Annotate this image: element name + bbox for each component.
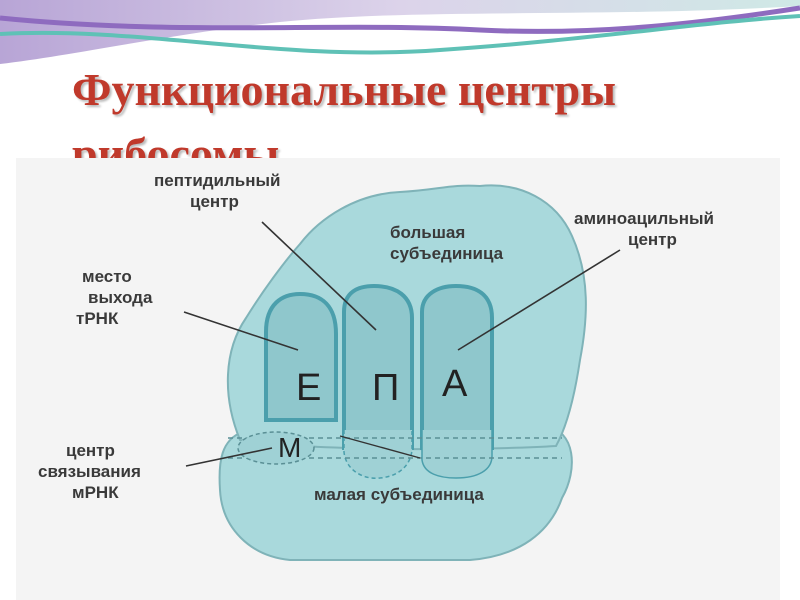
label-mrna-binding-line-2: связывания (38, 462, 141, 481)
label-exit-site-line-2: выхода (88, 288, 153, 307)
a-site-channel (420, 283, 494, 450)
label-peptidyl-line-2: центр (190, 192, 239, 211)
label-peptidyl-line-1: пептидильный (154, 171, 281, 190)
banner-white-wave (0, 22, 800, 74)
p-site-channel (342, 283, 414, 450)
banner-purple-wave (0, 5, 800, 34)
label-mrna-binding-line-1: центр (66, 441, 115, 460)
title-line-1: Функциональные центры (72, 64, 616, 115)
exit-site-leader-line (183, 311, 299, 351)
label-aminoacyl-line-2: центр (628, 230, 677, 249)
slide-title: Функциональные центры рибосомы (72, 58, 772, 186)
p-site-lower-leader-line (339, 435, 421, 459)
m-site-oval (237, 431, 315, 465)
label-large-subunit-line-2: субъединица (390, 244, 504, 263)
wave-banner (0, 0, 800, 74)
label-peptidyl-center: пептидильный центр (154, 170, 281, 212)
e-site-channel (264, 291, 338, 422)
site-e-letter: Е (296, 367, 322, 409)
label-large-subunit: большая субъединица (390, 222, 503, 264)
site-m-letter: М (278, 432, 302, 463)
label-small-subunit: малая субъединица (314, 485, 484, 504)
a-site-lower (421, 430, 493, 479)
site-p-letter: П (372, 367, 400, 409)
mrna-binding-leader-line (185, 447, 273, 467)
ribosome-diagram: пептидильный центр большая субъединица а… (16, 158, 780, 600)
banner-background (0, 0, 800, 64)
label-mrna-binding-center: центр связывания мРНК (38, 440, 141, 503)
banner-teal-wave (0, 14, 800, 55)
peptidyl-leader-line (261, 221, 377, 331)
label-aminoacyl-line-1: аминоацильный (574, 209, 714, 228)
label-exit-site-line-3: тРНК (76, 309, 119, 328)
label-aminoacyl-center: аминоацильный центр (574, 208, 714, 250)
label-exit-site-line-1: место (82, 267, 132, 286)
label-large-subunit-line-1: большая (390, 223, 466, 242)
site-a-letter: А (442, 363, 468, 405)
ribosome-illustration (183, 184, 621, 561)
aminoacyl-leader-line (457, 249, 621, 351)
label-mrna-binding-line-3: мРНК (72, 483, 119, 502)
label-exit-site: место выхода тРНК (72, 266, 152, 329)
